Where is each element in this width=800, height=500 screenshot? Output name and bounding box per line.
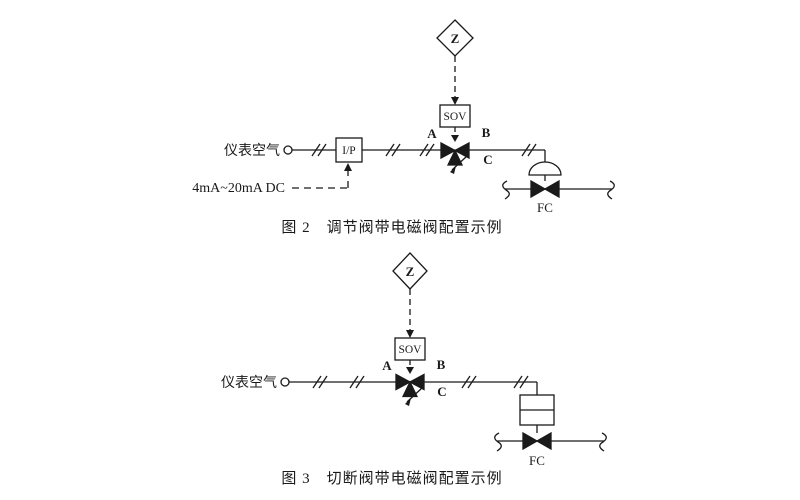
pneumatic-hash-icon — [311, 143, 327, 157]
figure2-diagram — [283, 19, 615, 200]
pneumatic-hash-icon — [521, 143, 537, 157]
port-a-label: A — [382, 358, 392, 373]
pipe-break-icon — [607, 180, 615, 200]
arrowhead-down-icon — [406, 367, 414, 374]
interlock-label: Z — [451, 31, 460, 46]
figure3-diagram — [280, 252, 607, 452]
port-a-label: A — [427, 126, 437, 141]
pneumatic-hash-icon — [312, 375, 328, 389]
interlock-label: Z — [406, 264, 415, 279]
pneumatic-hash-icon — [419, 143, 435, 157]
air-source-circle — [280, 377, 290, 387]
three-way-valve-symbol — [395, 373, 425, 398]
pipe-break-icon — [599, 432, 607, 452]
shutoff-valve-symbol — [522, 431, 552, 451]
arrowhead-down-icon — [451, 135, 459, 142]
fail-close-label: FC — [529, 453, 545, 468]
pneumatic-hash-icon — [513, 375, 529, 389]
figure3-caption: 图 3 切断阀带电磁阀配置示例 — [281, 470, 502, 487]
pneumatic-hash-icon — [461, 375, 477, 389]
instrument-air-label: 仪表空气 — [221, 375, 277, 391]
pipe-break-icon — [494, 432, 502, 452]
port-c-label: C — [437, 384, 446, 399]
solenoid-label: SOV — [443, 111, 467, 123]
pneumatic-hash-icon — [349, 375, 365, 389]
solenoid-label: SOV — [398, 344, 422, 356]
arrowhead-up-icon — [344, 163, 352, 171]
dc-signal-label: 4mA~20mA DC — [192, 181, 285, 196]
instrument-air-label: 仪表空气 — [224, 143, 280, 159]
port-c-label: C — [483, 152, 492, 167]
port-b-label: B — [482, 125, 491, 140]
three-way-valve-symbol — [440, 141, 470, 166]
control-valve-symbol — [530, 179, 560, 199]
fail-close-label: FC — [537, 200, 553, 215]
port-b-label: B — [437, 357, 446, 372]
vent-arrowhead-icon — [405, 398, 411, 406]
pipe-break-icon — [502, 180, 510, 200]
arrowhead-down-icon — [406, 330, 414, 338]
air-source-circle — [283, 145, 293, 155]
ip-converter-label: I/P — [342, 145, 355, 157]
arrowhead-down-icon — [451, 97, 459, 105]
figure2-caption: 图 2 调节阀带电磁阀配置示例 — [281, 219, 502, 236]
vent-arrowhead-icon — [450, 166, 456, 174]
pneumatic-hash-icon — [385, 143, 401, 157]
diaphragm-actuator-symbol — [528, 161, 562, 176]
